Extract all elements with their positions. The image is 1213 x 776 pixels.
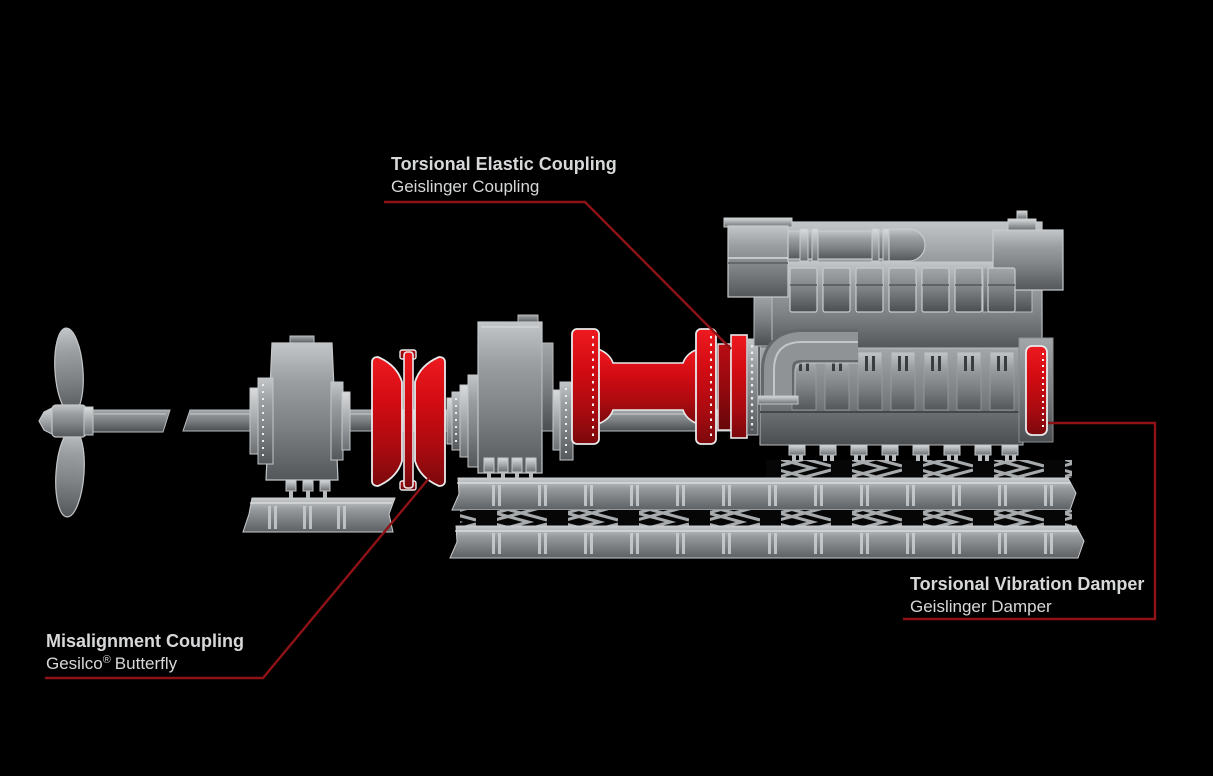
label-misalignment-coupling: Misalignment Coupling Gesilco®Butterfly [46,631,244,673]
connector-misalignment-coupling [45,476,431,680]
coupling-flange-left [571,328,600,445]
torsional-vibration-damper [1018,337,1054,443]
propeller-hub [51,404,87,438]
bearing-pedestal [242,497,396,533]
elastic-coupling-subtitle: Geislinger Coupling [391,177,539,196]
cylinder-covers [789,267,1016,313]
rail-lattice [460,510,1072,526]
butterfly-right-half [414,356,446,487]
engine [723,210,1064,461]
butterfly-left-half [371,356,403,487]
label-vibration-damper: Torsional Vibration Damper Geislinger Da… [910,574,1144,616]
engine-feet [788,444,1019,461]
butterfly-center-disc [403,351,414,489]
engine-spring-mounts [766,460,1072,478]
gearbox [459,314,574,478]
misalignment-coupling-subtitle: Gesilco®Butterfly [46,654,178,673]
elastic-coupling-title: Torsional Elastic Coupling [391,154,617,174]
intake-box [723,217,793,347]
coupling-hub-disc [730,334,748,439]
gearbox-feet [483,457,537,478]
damper-disc [1025,345,1048,436]
coupling-flange-right [695,328,717,445]
vibration-damper-title: Torsional Vibration Damper [910,574,1144,594]
connector-vibration-damper [903,421,1157,621]
label-elastic-coupling: Torsional Elastic Coupling Geislinger Co… [391,154,617,196]
bearing-feet [285,479,331,498]
vibration-damper-subtitle: Geislinger Damper [910,597,1052,616]
exhaust-end-cap [888,228,926,262]
misalignment-coupling [371,349,461,491]
bottom-rail [449,525,1085,559]
charge-air-pipe [757,329,858,405]
exhaust-pipe [787,228,926,262]
connector-elastic-coupling [384,200,732,350]
thrust-bearing [249,335,351,498]
top-rail [451,477,1077,511]
torsional-elastic-coupling [571,328,759,445]
propeller [38,327,94,518]
misalignment-coupling-title: Misalignment Coupling [46,631,244,651]
foundation-rails [242,460,1085,559]
